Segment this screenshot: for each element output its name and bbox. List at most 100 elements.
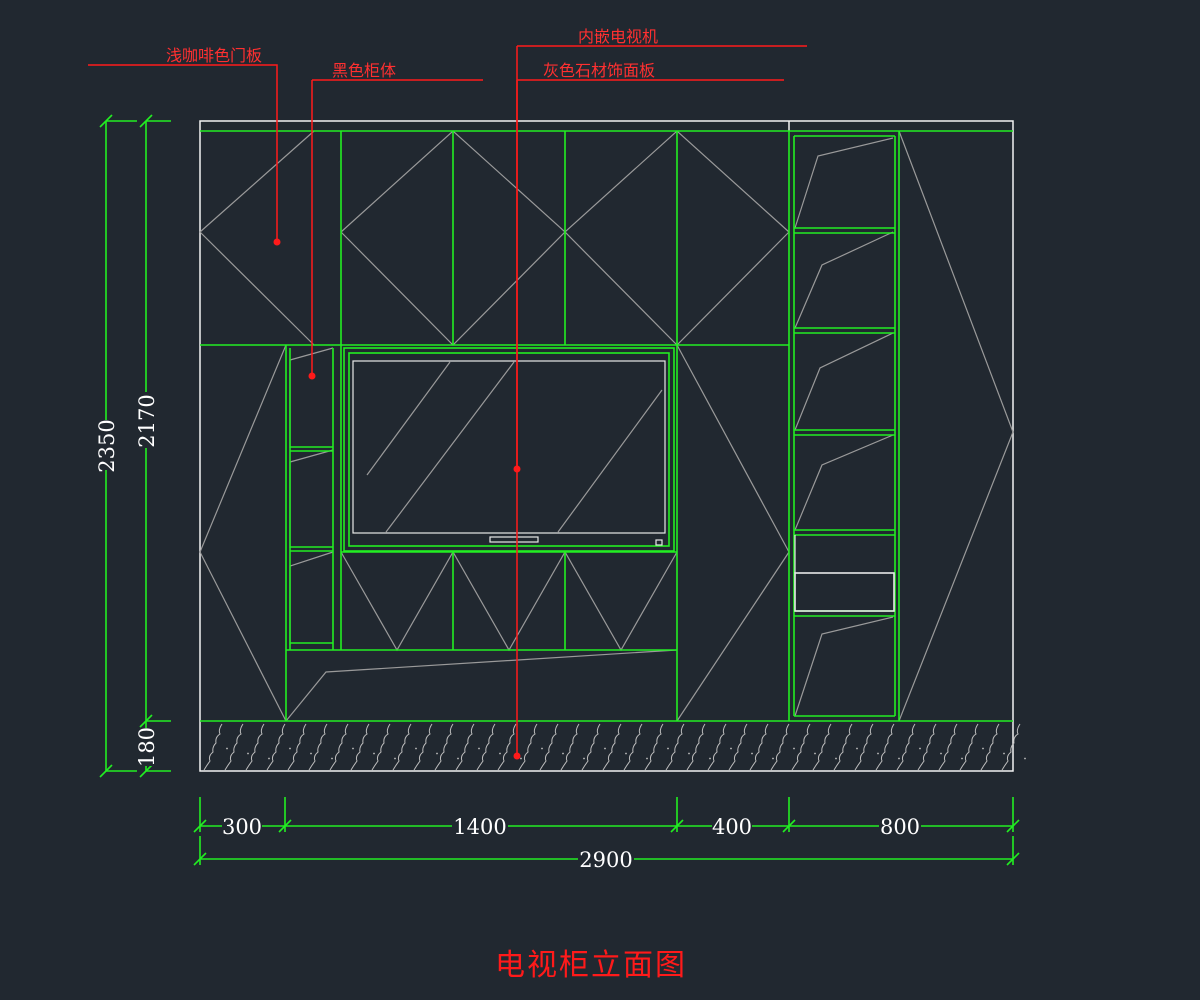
stone-hatch-dot bbox=[730, 747, 732, 750]
stone-hatch-dot bbox=[310, 752, 312, 755]
stone-hatch-dot bbox=[688, 752, 690, 755]
stone-hatch-dot bbox=[331, 757, 333, 760]
outer-outline bbox=[199, 120, 1014, 772]
stone-hatch-dot bbox=[919, 747, 921, 750]
stone-hatch-stroke bbox=[224, 723, 244, 771]
stone-hatch-dot bbox=[1003, 752, 1005, 755]
stone-hatch-dot bbox=[268, 757, 270, 760]
dim-width-middle: 400 bbox=[712, 815, 752, 839]
stone-hatch-stroke bbox=[518, 723, 538, 771]
stone-hatch-stroke bbox=[833, 723, 853, 771]
note-embedded-tv: 内嵌电视机 bbox=[578, 27, 658, 46]
stone-hatch-dot bbox=[940, 752, 942, 755]
stone-hatch-dot bbox=[520, 757, 522, 760]
dim-width-right: 800 bbox=[880, 815, 920, 839]
stone-hatch-dot bbox=[814, 752, 816, 755]
stone-hatch-stroke bbox=[728, 723, 748, 771]
stone-hatch-stroke bbox=[371, 723, 391, 771]
stone-hatch-dot bbox=[625, 752, 627, 755]
stone-hatch-stroke bbox=[770, 723, 790, 771]
stone-hatch-stroke bbox=[266, 723, 286, 771]
stone-hatch-dot bbox=[835, 757, 837, 760]
stone-hatch-stroke bbox=[665, 723, 685, 771]
stone-hatch-dot bbox=[709, 757, 711, 760]
stone-hatch-stroke bbox=[392, 723, 412, 771]
annotation-labels: 浅咖啡色门板 黑色柜体 内嵌电视机 灰色石材饰面板 bbox=[166, 27, 658, 80]
stone-hatch-stroke bbox=[749, 723, 769, 771]
stone-hatch-stroke bbox=[896, 723, 916, 771]
stone-hatch-dot bbox=[415, 747, 417, 750]
stone-hatch-dot bbox=[646, 757, 648, 760]
stone-hatch-dot bbox=[226, 747, 228, 750]
stone-hatch-stroke bbox=[791, 723, 811, 771]
stone-hatch-stroke bbox=[203, 723, 223, 771]
stone-hatch-stroke bbox=[707, 723, 727, 771]
stone-hatch-stroke bbox=[539, 723, 559, 771]
dimension-labels: 2350 2170 180 300 1400 400 800 2900 bbox=[95, 392, 921, 872]
stone-hatch-stroke bbox=[980, 723, 1000, 771]
cabinet-body bbox=[200, 130, 1013, 722]
stone-hatch-dot bbox=[499, 752, 501, 755]
stone-hatch-dot bbox=[247, 752, 249, 755]
stone-hatch-dot bbox=[289, 747, 291, 750]
door-panel-pattern bbox=[199, 130, 1014, 722]
stone-hatch-stroke bbox=[476, 723, 496, 771]
stone-hatch-stroke bbox=[959, 723, 979, 771]
stone-hatch-stroke bbox=[644, 723, 664, 771]
dim-width-left: 300 bbox=[222, 815, 262, 839]
stone-hatch-stroke bbox=[497, 723, 517, 771]
stone-hatch-stroke bbox=[623, 723, 643, 771]
stone-hatch-stroke bbox=[917, 723, 937, 771]
stone-hatch-dot bbox=[751, 752, 753, 755]
stone-hatch-dot bbox=[982, 747, 984, 750]
stone-hatch-stroke bbox=[245, 723, 265, 771]
stone-hatch-dot bbox=[772, 757, 774, 760]
stone-hatch-stroke bbox=[581, 723, 601, 771]
stone-hatch-stroke bbox=[686, 723, 706, 771]
stone-hatch-dot bbox=[394, 757, 396, 760]
stone-hatch-stroke bbox=[602, 723, 622, 771]
stone-hatch-stroke bbox=[854, 723, 874, 771]
stone-hatch-stroke bbox=[413, 723, 433, 771]
stone-hatch-dot bbox=[436, 752, 438, 755]
stone-hatch-stroke bbox=[875, 723, 895, 771]
stone-hatch-stroke bbox=[455, 723, 475, 771]
stone-hatch-dot bbox=[793, 747, 795, 750]
stone-hatch-stroke bbox=[812, 723, 832, 771]
stone-hatch-dot bbox=[562, 752, 564, 755]
stone-hatch-stroke bbox=[350, 723, 370, 771]
stone-hatch-dot bbox=[856, 747, 858, 750]
stone-hatch-dot bbox=[373, 752, 375, 755]
drawing-title: 电视柜立面图 bbox=[495, 948, 687, 983]
stone-hatch-dot bbox=[604, 747, 606, 750]
stone-hatch-dot bbox=[541, 747, 543, 750]
dim-height-total: 2350 bbox=[95, 419, 119, 472]
annotation-leaders bbox=[88, 45, 807, 756]
stone-hatch-dot bbox=[898, 757, 900, 760]
stone-hatch-stroke bbox=[1001, 723, 1021, 771]
stone-hatch-stroke bbox=[434, 723, 454, 771]
stone-hatch-dot bbox=[877, 752, 879, 755]
dim-width-tv: 1400 bbox=[453, 815, 506, 839]
stone-hatch-stroke bbox=[560, 723, 580, 771]
stone-hatch-stroke bbox=[308, 723, 328, 771]
annotation-dots bbox=[273, 238, 521, 760]
note-cabinet-body: 黑色柜体 bbox=[332, 61, 396, 80]
dim-width-total: 2900 bbox=[579, 848, 632, 872]
stone-hatch-dot bbox=[478, 747, 480, 750]
stone-hatch-dot bbox=[961, 757, 963, 760]
stone-hatch-dot bbox=[457, 757, 459, 760]
stone-hatch-stroke bbox=[287, 723, 307, 771]
note-door-panel: 浅咖啡色门板 bbox=[166, 46, 262, 65]
dim-height-plinth: 180 bbox=[135, 727, 159, 767]
stone-plinth-hatch bbox=[203, 723, 1026, 771]
stone-hatch-dot bbox=[667, 747, 669, 750]
stone-hatch-dot bbox=[583, 757, 585, 760]
note-stone-panel: 灰色石材饰面板 bbox=[543, 61, 655, 80]
dim-height-cabinet: 2170 bbox=[135, 394, 159, 447]
stone-hatch-dot bbox=[1024, 757, 1026, 760]
tv-and-drawer-detail bbox=[352, 360, 895, 612]
stone-hatch-stroke bbox=[938, 723, 958, 771]
stone-hatch-stroke bbox=[329, 723, 349, 771]
